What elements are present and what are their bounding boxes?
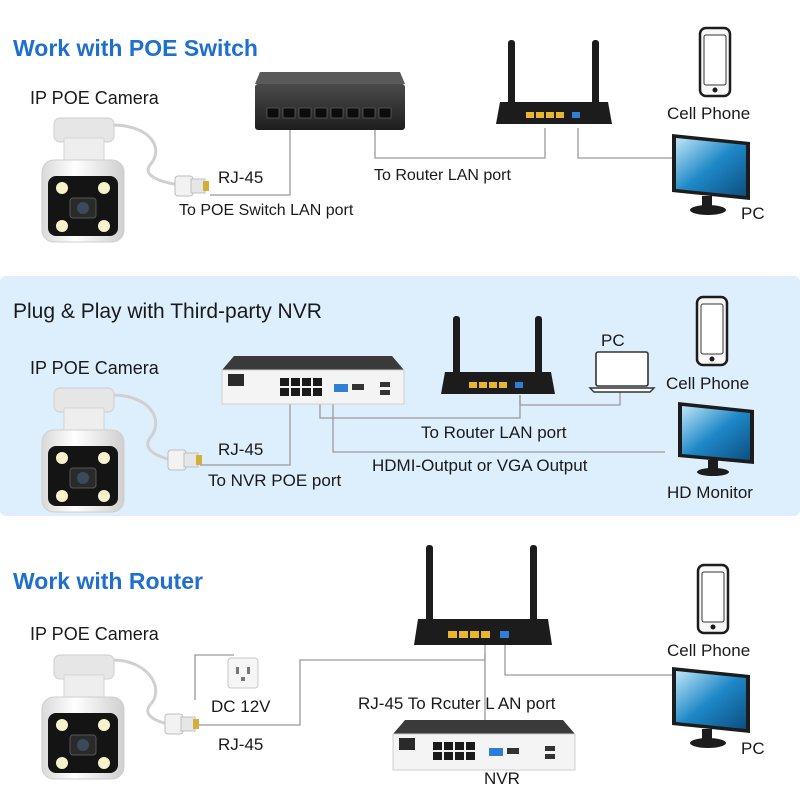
section3-camera-label: IP POE Camera <box>30 624 160 644</box>
pc-monitor-icon <box>672 134 750 215</box>
pc-monitor-icon <box>672 667 750 748</box>
ip-camera-icon <box>41 117 125 243</box>
section2-camera-label: IP POE Camera <box>30 358 160 378</box>
cell-phone-icon <box>698 26 732 98</box>
section2-title: Plug & Play with Third-party NVR <box>13 300 322 323</box>
section1-switch-port-label: To POE Switch LAN port <box>179 202 354 219</box>
section1-rj45-label: RJ-45 <box>218 168 263 187</box>
poe-switch-icon <box>255 72 405 130</box>
nvr-icon <box>221 356 405 405</box>
section3-nvr-label: NVR <box>484 769 520 788</box>
section1-router-port-label: To Router LAN port <box>374 167 512 184</box>
section2-video-output-label: HDMI-Output or VGA Output <box>372 456 588 475</box>
section3-pc-label: PC <box>741 739 765 758</box>
section3-power-label: DC 12V <box>211 697 271 716</box>
rj45-connector-icon <box>174 175 209 197</box>
cell-phone-icon <box>696 563 730 635</box>
ip-camera-icon <box>41 654 125 780</box>
wires <box>111 123 675 728</box>
section2-phone-label: Cell Phone <box>666 374 749 393</box>
section3-router-port-label: RJ-45 To Rcuter L AN port <box>358 694 556 713</box>
wifi-router-icon <box>441 316 555 394</box>
rj45-connector-icon <box>167 449 202 471</box>
section2-nvr-port-label: To NVR POE port <box>208 471 341 490</box>
wifi-router-icon <box>414 545 552 645</box>
section3-phone-label: Cell Phone <box>667 641 750 660</box>
section1-pc-label: PC <box>741 204 765 223</box>
section2-router-port-label: To Router LAN port <box>421 423 567 442</box>
pc-monitor-icon <box>678 402 754 476</box>
cell-phone-icon <box>695 295 729 367</box>
rj45-connector-icon <box>164 713 199 735</box>
wifi-router-icon <box>496 40 612 124</box>
ip-camera-icon <box>41 387 125 513</box>
section3-rj45-label: RJ-45 <box>218 735 263 754</box>
section2-pc-label: PC <box>601 331 625 350</box>
power-outlet-icon <box>227 657 259 689</box>
section1-title: Work with POE Switch <box>13 35 258 61</box>
section1-camera-label: IP POE Camera <box>30 88 160 108</box>
section3-title: Work with Router <box>13 568 203 594</box>
laptop-icon <box>588 351 656 393</box>
section2-rj45-label: RJ-45 <box>218 440 263 459</box>
nvr-icon <box>392 720 576 771</box>
section2-monitor-label: HD Monitor <box>667 483 753 502</box>
section1-phone-label: Cell Phone <box>667 104 750 123</box>
